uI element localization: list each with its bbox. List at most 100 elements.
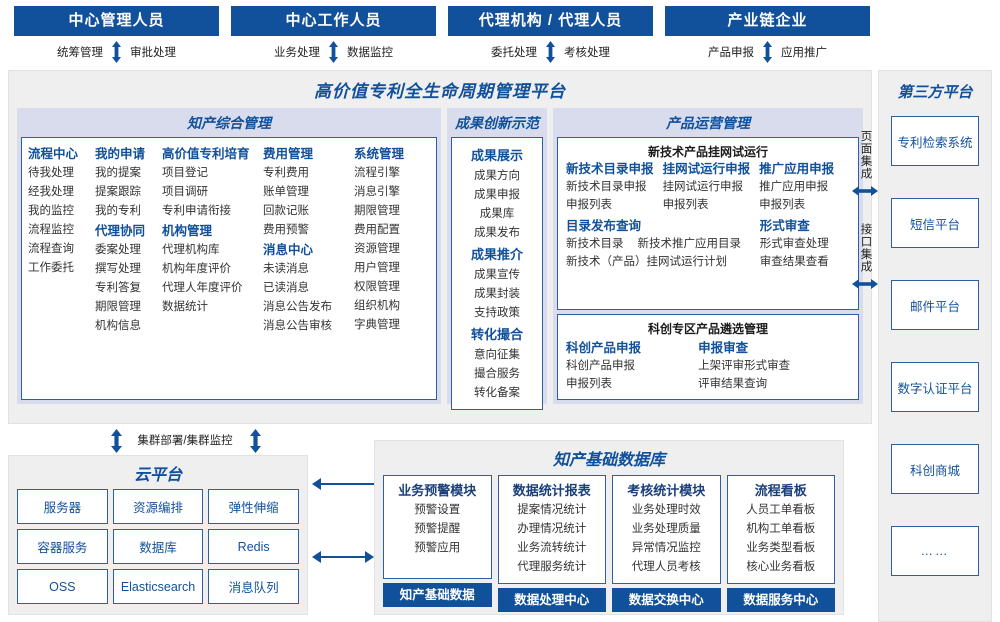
module-item[interactable]: 转化备案 xyxy=(474,387,520,399)
module-item[interactable]: 流程监控 xyxy=(28,224,74,236)
module-item[interactable]: 我的提案 xyxy=(95,167,141,179)
third-party-item-more[interactable]: …… xyxy=(891,526,979,576)
db-footer-badge[interactable]: 数据交换中心 xyxy=(612,588,721,612)
cloud-cell-redis[interactable]: Redis xyxy=(208,529,299,564)
module-item[interactable]: 资源管理 xyxy=(354,243,400,255)
module-item[interactable]: 回款记账 xyxy=(263,205,309,217)
module-item[interactable]: 未读消息 xyxy=(263,263,309,275)
module-item[interactable]: 成果宣传 xyxy=(474,269,520,281)
db-item[interactable]: 代理服务统计 xyxy=(517,561,587,573)
module-item[interactable]: 项目调研 xyxy=(162,186,208,198)
module-group-head[interactable]: 高价值专利培育 xyxy=(162,147,250,161)
module-item[interactable]: 代理人年度评价 xyxy=(162,282,243,294)
module-group-head[interactable]: 推广应用申报 xyxy=(759,162,835,176)
module-item[interactable]: 我的专利 xyxy=(95,205,141,217)
third-party-item-digital-cert[interactable]: 数字认证平台 xyxy=(891,362,979,412)
role-title[interactable]: 产业链企业 xyxy=(665,6,870,36)
db-item[interactable]: 人员工单看板 xyxy=(746,504,816,516)
module-item[interactable]: 形式审查处理 xyxy=(759,238,829,250)
module-group-head[interactable]: 消息中心 xyxy=(263,243,314,257)
module-group-head[interactable]: 挂网试运行申报 xyxy=(662,162,751,176)
module-item[interactable]: 申报列表 xyxy=(662,199,709,211)
module-group-head[interactable]: 形式审查 xyxy=(759,219,810,233)
module-item[interactable]: 费用预警 xyxy=(263,224,309,236)
module-group-head[interactable]: 机构管理 xyxy=(162,224,213,238)
module-item[interactable]: 消息引擎 xyxy=(354,186,400,198)
cloud-cell-message-queue[interactable]: 消息队列 xyxy=(208,569,299,604)
module-item[interactable]: 我的监控 xyxy=(28,205,74,217)
db-footer-badge[interactable]: 数据服务中心 xyxy=(726,588,835,612)
module-item[interactable]: 费用配置 xyxy=(354,224,400,236)
module-group-head[interactable]: 成果推介 xyxy=(470,247,523,262)
db-item[interactable]: 预警提醒 xyxy=(414,523,461,535)
db-item[interactable]: 业务处理质量 xyxy=(631,523,701,535)
module-group-head[interactable]: 流程中心 xyxy=(28,147,79,161)
db-item[interactable]: 提案情况统计 xyxy=(517,504,587,516)
module-item[interactable]: 支持政策 xyxy=(474,307,520,319)
db-item[interactable]: 办理情况统计 xyxy=(517,523,587,535)
module-group-head[interactable]: 代理协同 xyxy=(95,224,146,238)
module-item[interactable]: 用户管理 xyxy=(354,262,400,274)
module-item[interactable]: 账单管理 xyxy=(263,186,309,198)
module-group-head[interactable]: 科创产品申报 xyxy=(566,341,642,355)
module-item[interactable]: 撮合服务 xyxy=(474,368,520,380)
role-title[interactable]: 中心工作人员 xyxy=(231,6,436,36)
module-item[interactable]: 组织机构 xyxy=(354,300,400,312)
module-item[interactable]: 科创产品申报 xyxy=(566,360,635,372)
module-group-head[interactable]: 目录发布查询 xyxy=(566,219,642,233)
module-item[interactable]: 新技术目录申报 xyxy=(566,181,647,193)
module-group-head[interactable]: 费用管理 xyxy=(263,147,314,161)
db-item[interactable]: 代理人员考核 xyxy=(631,561,701,573)
db-item[interactable]: 业务处理时效 xyxy=(631,504,701,516)
module-item[interactable]: 委案处理 xyxy=(95,244,141,256)
module-item[interactable]: 意向征集 xyxy=(474,349,520,361)
cloud-cell-container[interactable]: 容器服务 xyxy=(17,529,108,564)
third-party-item-sms[interactable]: 短信平台 xyxy=(891,198,979,248)
db-item[interactable]: 核心业务看板 xyxy=(746,561,816,573)
module-item[interactable]: 评审结果查询 xyxy=(698,378,768,390)
module-group-head[interactable]: 成果展示 xyxy=(470,148,523,163)
cloud-cell-server[interactable]: 服务器 xyxy=(17,489,108,524)
module-item[interactable]: 项目登记 xyxy=(162,167,208,179)
db-item[interactable]: 异常情况监控 xyxy=(631,542,701,554)
module-item[interactable]: 机构信息 xyxy=(95,320,141,332)
module-item[interactable]: 推广应用申报 xyxy=(759,181,829,193)
module-item[interactable]: 工作委托 xyxy=(28,262,74,274)
module-group-head[interactable]: 申报审查 xyxy=(698,341,749,355)
module-item[interactable]: 申报列表 xyxy=(566,378,612,390)
third-party-item-patent-search[interactable]: 专利检索系统 xyxy=(891,116,979,166)
module-item[interactable]: 新技术目录 xyxy=(566,238,624,250)
cloud-cell-autoscaling[interactable]: 弹性伸缩 xyxy=(208,489,299,524)
module-item[interactable]: 审查结果查看 xyxy=(759,256,829,268)
module-item[interactable]: 申报列表 xyxy=(759,199,806,211)
module-item[interactable]: 消息公告发布 xyxy=(263,301,332,313)
module-item[interactable]: 专利答复 xyxy=(95,282,141,294)
module-group-head[interactable]: 转化撮合 xyxy=(470,327,523,342)
module-item[interactable]: 上架评审形式审查 xyxy=(698,360,791,372)
third-party-item-email[interactable]: 邮件平台 xyxy=(891,280,979,330)
module-item[interactable]: 成果库 xyxy=(479,208,515,220)
role-title[interactable]: 代理机构 / 代理人员 xyxy=(448,6,653,36)
cloud-cell-elasticsearch[interactable]: Elasticsearch xyxy=(112,569,204,604)
cloud-cell-orchestration[interactable]: 资源编排 xyxy=(112,489,204,524)
db-item[interactable]: 业务类型看板 xyxy=(746,542,816,554)
module-group-head[interactable]: 新技术目录申报 xyxy=(566,162,654,176)
module-item[interactable]: 经我处理 xyxy=(28,186,74,198)
module-item[interactable]: 成果封装 xyxy=(474,288,520,300)
module-group-head[interactable]: 我的申请 xyxy=(95,147,146,161)
module-item[interactable]: 申报列表 xyxy=(566,199,612,211)
db-footer-badge[interactable]: 数据处理中心 xyxy=(497,588,606,612)
module-item[interactable]: 撰写处理 xyxy=(95,263,141,275)
db-item[interactable]: 预警应用 xyxy=(414,542,461,554)
module-item[interactable]: 期限管理 xyxy=(95,301,141,313)
module-item[interactable]: 流程引擎 xyxy=(354,167,400,179)
module-item[interactable]: 消息公告审核 xyxy=(263,320,332,332)
db-footer-badge[interactable]: 知产基础数据 xyxy=(383,583,492,607)
cloud-cell-oss[interactable]: OSS xyxy=(17,569,108,604)
module-group-head[interactable]: 系统管理 xyxy=(354,147,405,161)
module-item[interactable]: 期限管理 xyxy=(354,205,400,217)
role-title[interactable]: 中心管理人员 xyxy=(14,6,219,36)
db-item[interactable]: 机构工单看板 xyxy=(746,523,816,535)
module-item[interactable]: 权限管理 xyxy=(354,281,400,293)
module-item[interactable]: 新技术推广应用目录 xyxy=(637,238,742,250)
